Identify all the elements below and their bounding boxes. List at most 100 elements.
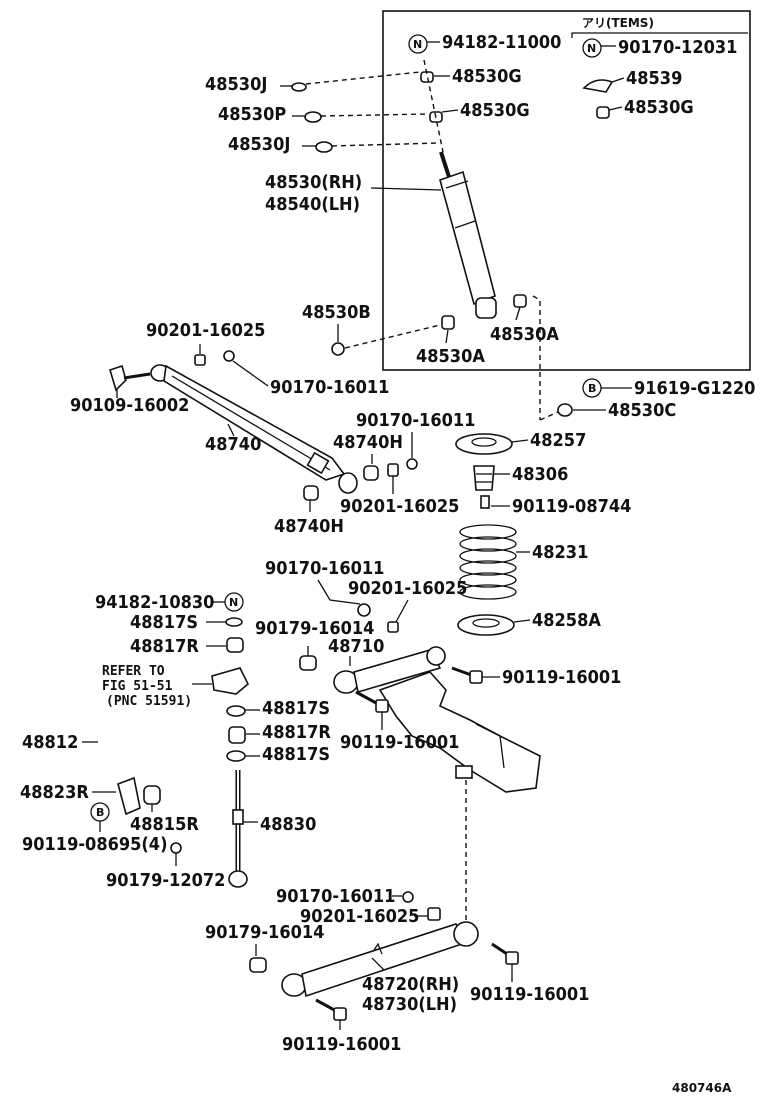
part-label-48812: 48812 (22, 732, 78, 753)
shock-detail (445, 180, 469, 189)
part-label-48710: 48710 (328, 636, 384, 657)
part-label-90170-12031: 90170-12031 (618, 37, 737, 58)
bolt-head (375, 699, 389, 713)
inset-header-bracket (571, 32, 748, 38)
leader (513, 619, 531, 623)
bolt-head (469, 670, 483, 684)
nut-48530C-icon (557, 403, 573, 417)
part-label-48539: 48539 (626, 68, 682, 89)
bump-stopper-48306 (473, 465, 495, 491)
figure-code: 480746A (672, 1081, 732, 1095)
part-label-90179-12072: 90179-12072 (106, 870, 225, 891)
stabilizer-link-bushing (232, 809, 244, 825)
n-marker-text: N (587, 42, 596, 55)
part-label-48740H: 48740H (333, 432, 403, 453)
part-label-48530G: 48530G (460, 100, 530, 121)
bushing-48740H-icon (303, 485, 319, 501)
nut-90179-icon (299, 655, 317, 671)
part-label-90201-16025: 90201-16025 (348, 578, 467, 599)
insulator-hole (471, 437, 497, 447)
bolt-90109-icon (123, 372, 151, 380)
dashed-axis (423, 59, 444, 153)
part-label-48817S: 48817S (262, 744, 330, 765)
cushion-48817S-icon (225, 617, 243, 627)
part-label-90119-16001: 90119-16001 (470, 984, 589, 1005)
n-marker-text: N (413, 38, 422, 51)
bolt-90119-08744-icon (480, 495, 490, 509)
part-label-48258A: 48258A (532, 610, 601, 631)
retainer-48539-icon (582, 79, 614, 93)
bolt-head (333, 1007, 347, 1021)
part-label-48530J: 48530J (228, 134, 290, 155)
stabilizer-bracket-icon (211, 667, 249, 695)
part-label-48830: 48830 (260, 814, 316, 835)
n-marker-icon (408, 34, 428, 54)
dashed-axis (532, 295, 541, 372)
bushing-48530A-icon (513, 294, 527, 308)
bushing-48530A-icon (441, 315, 455, 330)
part-label-48530B: 48530B (302, 302, 371, 323)
lower-arm-eye (453, 921, 479, 947)
shock-detail (454, 220, 476, 229)
washer-90201-icon (427, 907, 441, 921)
coil-spring-48231 (459, 524, 517, 600)
link-bracket (306, 451, 330, 475)
part-label-48530A: 48530A (490, 324, 559, 345)
part-label-90170-16011: 90170-16011 (265, 558, 384, 579)
insulator-hole (472, 618, 500, 628)
part-label-48231: 48231 (532, 542, 588, 563)
leader (227, 423, 235, 437)
bolt-head (505, 951, 519, 965)
inset-header: アリ(TEMS) (582, 16, 654, 30)
axle-bracket (455, 765, 473, 779)
nut-90170-icon (223, 350, 235, 362)
part-label-48817R: 48817R (130, 636, 199, 657)
leader (611, 77, 625, 83)
part-label-48720RH: 48720(RH) (362, 974, 459, 995)
part-label-48740: 48740 (205, 434, 261, 455)
shock-absorber-inset-frame (382, 10, 751, 371)
shock-absorber-body (439, 170, 496, 306)
part-label-48740H: 48740H (274, 516, 344, 537)
stabilizer-link-eye (228, 870, 248, 888)
part-label-48530RH: 48530(RH) (265, 172, 362, 193)
arm-48710-eye (426, 646, 446, 666)
leader (370, 187, 442, 191)
spring-insulator-48258A (457, 614, 515, 636)
n-marker-icon (582, 38, 602, 58)
leader (515, 306, 521, 321)
leader (232, 360, 269, 387)
part-label-94182-10830: 94182-10830 (95, 592, 214, 613)
part-label-48817S: 48817S (130, 612, 198, 633)
refer-note-line-1: REFER TO (102, 664, 165, 679)
part-label-90109-16002: 90109-16002 (70, 395, 189, 416)
part-label-94182-11000: 94182-11000 (442, 32, 561, 53)
refer-note-line-2: FIG 51-51 (102, 679, 173, 694)
leader (395, 599, 409, 623)
washer-90201-icon (194, 354, 206, 366)
washer-90201-icon (387, 621, 399, 633)
upper-arm-48710 (353, 649, 442, 694)
part-label-90201-16025: 90201-16025 (300, 906, 419, 927)
part-label-48817S: 48817S (262, 698, 330, 719)
refer-note-line-3: (PNC 51591) (106, 694, 192, 709)
link-48740-rear-eye (338, 472, 358, 494)
part-label-90201-16025: 90201-16025 (340, 496, 459, 517)
dashed-leader (320, 113, 429, 117)
axle-housing (378, 671, 541, 793)
bushing-48740H-icon (363, 465, 379, 481)
axle-detail (475, 723, 505, 769)
part-label-48730LH: 48730(LH) (362, 994, 457, 1015)
part-label-90119-16001: 90119-16001 (502, 667, 621, 688)
part-label-48530J: 48530J (205, 74, 267, 95)
nut-90179-12072-icon (170, 842, 182, 854)
n-marker-text: N (229, 596, 238, 609)
cushion-48530J-icon (315, 141, 333, 153)
dashed-leader (305, 71, 421, 85)
link-detail (171, 375, 331, 471)
nut-90170-icon (357, 603, 371, 617)
leader (445, 329, 449, 344)
part-label-90201-16025: 90201-16025 (146, 320, 265, 341)
